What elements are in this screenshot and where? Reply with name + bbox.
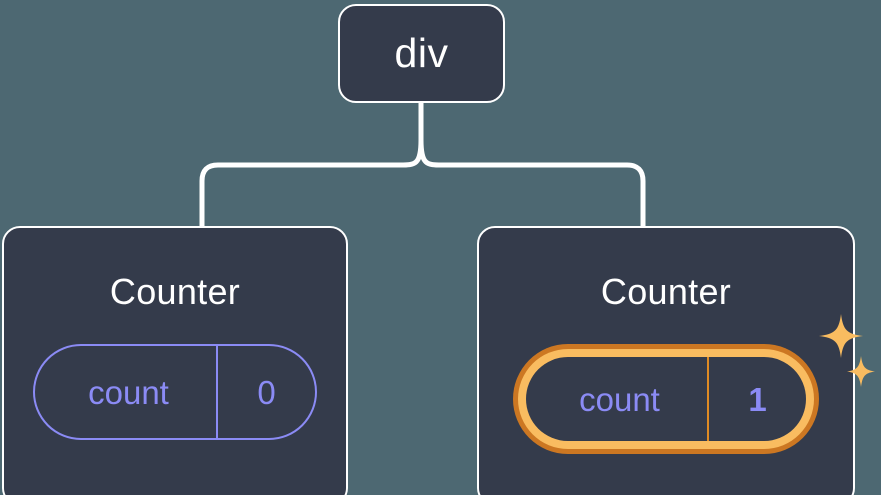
counter-left-state-divider (216, 346, 218, 438)
connector-branch-left (199, 137, 424, 229)
sparkle-small-icon (847, 356, 875, 387)
root-node-label: div (394, 30, 449, 76)
counter-left-title: Counter (109, 271, 241, 312)
node-root-div[interactable]: div (338, 4, 505, 103)
counter-right-state-value: 1 (748, 380, 767, 418)
counter-right-title: Counter (600, 271, 732, 312)
counter-left-state-key: count (88, 373, 169, 411)
counter-right-state-pill-highlight[interactable]: count 1 (513, 344, 819, 454)
counter-left-state-wrap: count 0 (33, 344, 317, 440)
counter-right-state-pill-ring: count 1 (518, 349, 814, 449)
counter-right-state-pill: count 1 (526, 357, 806, 441)
counter-left-state-value: 0 (257, 373, 276, 411)
counter-right-state-key: count (579, 380, 660, 418)
node-counter-right[interactable]: Counter count 1 (477, 226, 875, 495)
sparkle-group (819, 314, 875, 387)
sparkle-large-icon (819, 314, 863, 358)
counter-left-state-pill[interactable]: count 0 (33, 344, 317, 440)
counter-right-state-wrap: count 1 (513, 314, 875, 454)
node-counter-left[interactable]: Counter count 0 (2, 226, 348, 495)
counter-right-state-divider (707, 357, 709, 441)
connector-branch-right (418, 137, 646, 229)
